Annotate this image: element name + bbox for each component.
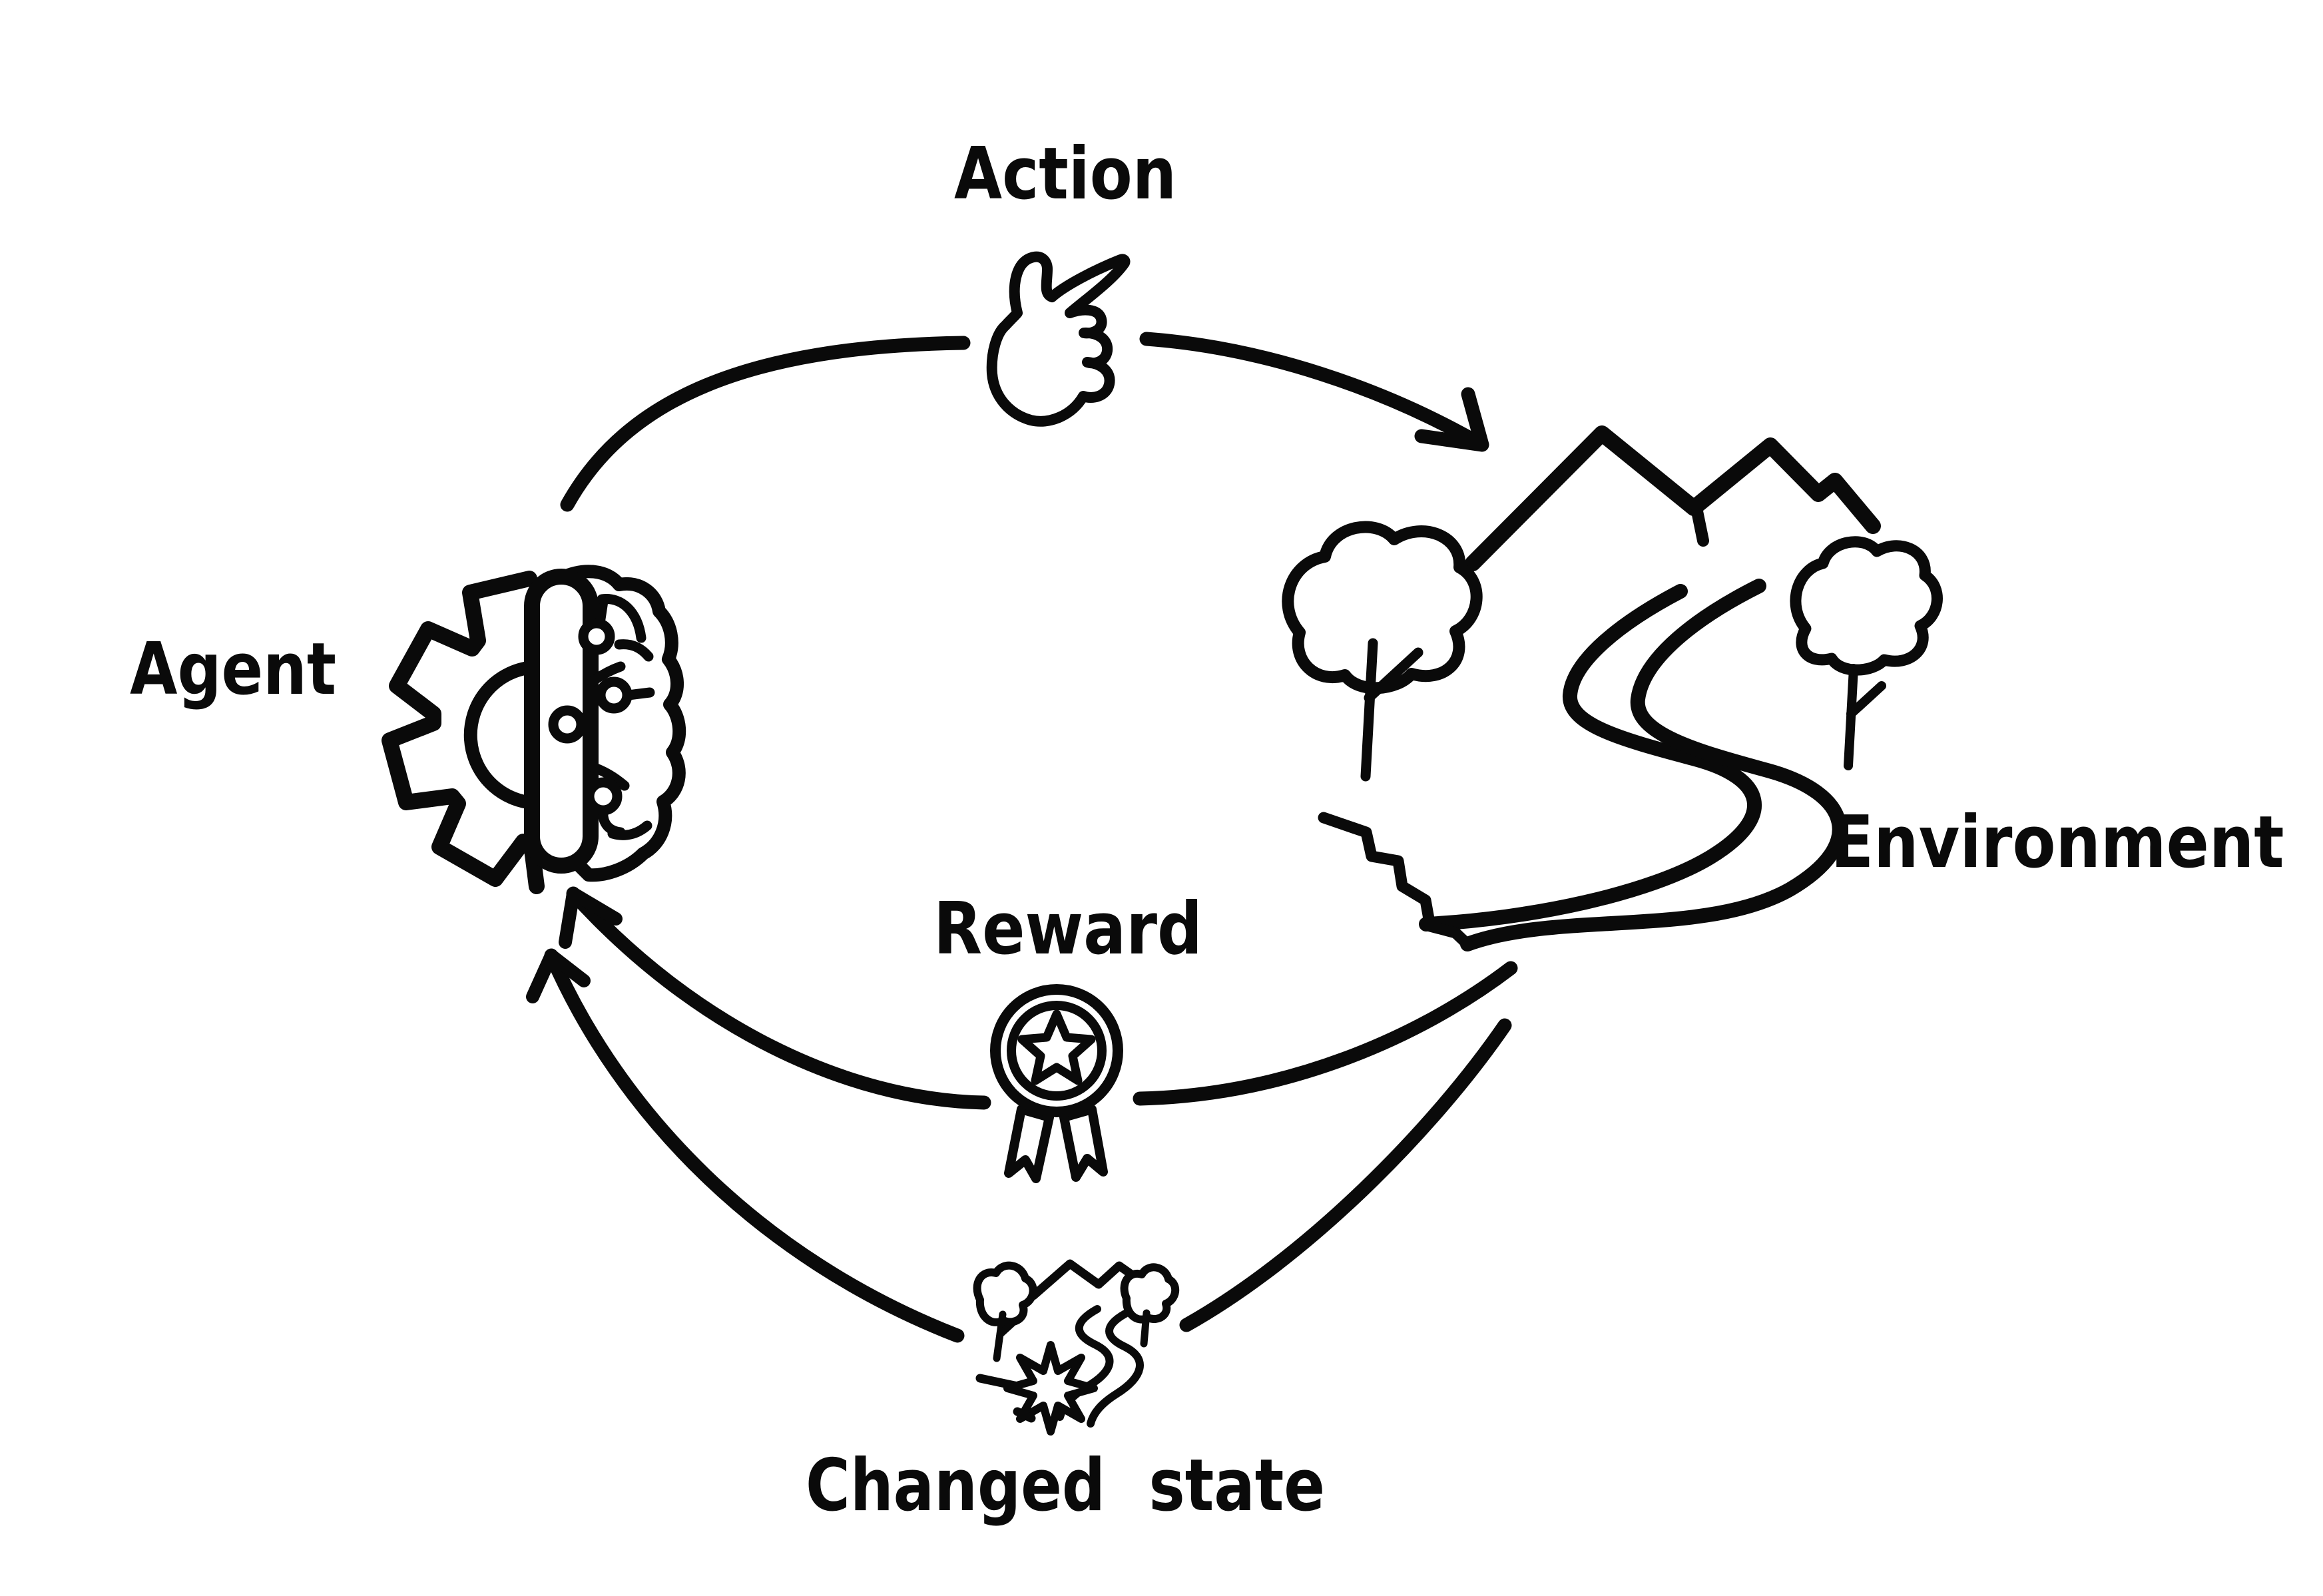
- action-arrow: [560, 332, 1489, 512]
- tree-icon: [1120, 1263, 1179, 1348]
- changed-landscape-burst-icon: [973, 1259, 1179, 1436]
- tree-icon: [1790, 536, 1943, 770]
- pointing-hand-icon: [986, 251, 1131, 427]
- mountains: [1465, 425, 1881, 571]
- circuit-node: [584, 777, 623, 816]
- agent-label: Agent: [130, 628, 336, 711]
- reward-arrow: [559, 886, 1518, 1110]
- environment-label: Environment: [1831, 801, 2284, 884]
- gear-brain-icon: [382, 565, 686, 894]
- changed-state-label: Changed state: [806, 1444, 1325, 1527]
- river: [1318, 579, 1847, 951]
- circuit-node: [595, 676, 633, 714]
- circuit-node: [548, 705, 587, 744]
- mountain-river-landscape-icon: [1282, 425, 1943, 951]
- action-label: Action: [954, 133, 1176, 216]
- arrowhead-icon: [559, 887, 623, 949]
- reward-label: Reward: [933, 888, 1202, 971]
- star-icon: [1017, 1009, 1096, 1085]
- medal-star-icon: [990, 984, 1123, 1183]
- burst-icon: [1003, 1341, 1098, 1436]
- circuit-node: [578, 618, 615, 655]
- tree-icon: [1282, 521, 1483, 782]
- changed-state-arrow: [526, 948, 1512, 1343]
- arrowhead-icon: [1414, 387, 1489, 452]
- arrowhead-icon: [526, 949, 591, 1003]
- tree-icon: [973, 1261, 1037, 1362]
